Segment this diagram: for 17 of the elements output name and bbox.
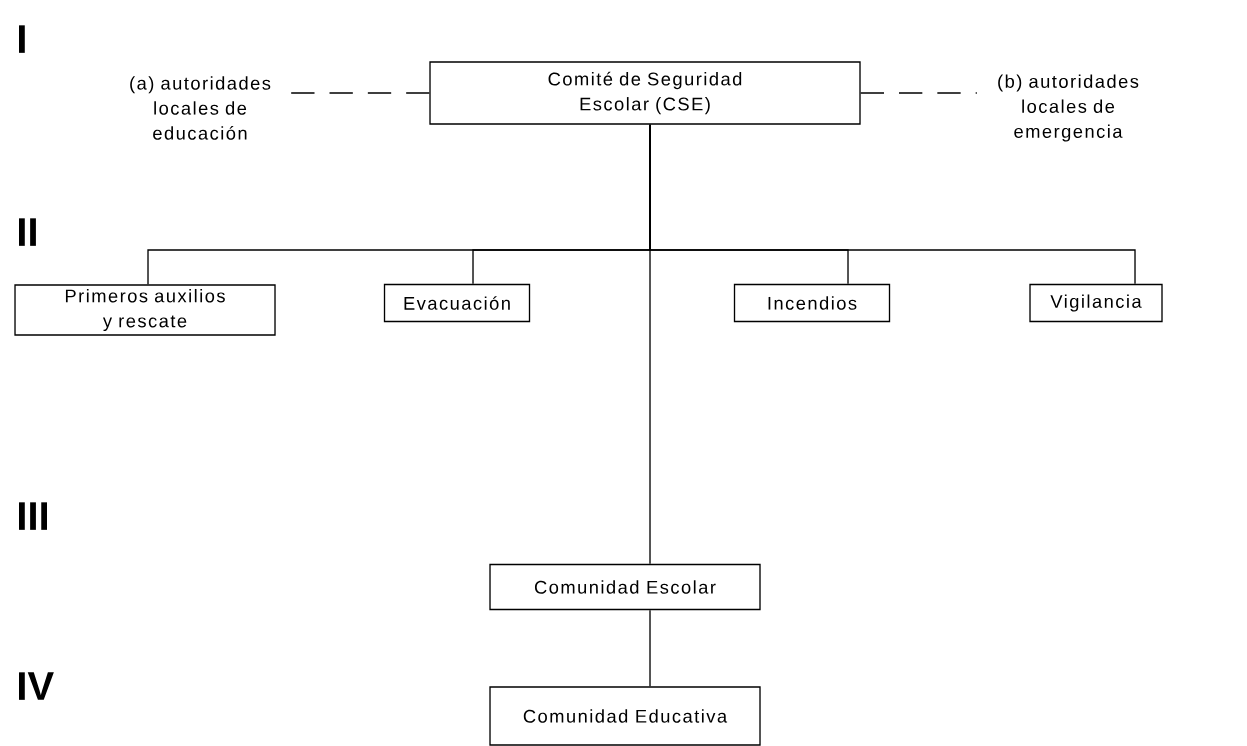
connector-line <box>860 92 978 94</box>
authority-text: (a) autoridades locales de educación <box>130 76 271 140</box>
org-box: Primeros auxilios y rescate <box>14 284 276 336</box>
connector-line <box>649 124 651 565</box>
level-numeral: II <box>19 218 36 246</box>
org-box: Comunidad Escolar <box>489 563 761 611</box>
level-numeral: IV <box>19 672 54 700</box>
org-box: Evacuación <box>383 283 531 323</box>
authority-text: (b) autoridades locales de emergencia <box>998 74 1139 142</box>
level-numeral: III <box>19 502 48 530</box>
org-box: Comunidad Educativa <box>489 686 761 746</box>
connector-line <box>649 609 651 687</box>
level-numeral: I <box>19 25 25 53</box>
org-box: Vigilancia <box>1029 283 1163 323</box>
connector-line <box>290 92 430 94</box>
org-box: Incendios <box>733 283 891 323</box>
org-box: Comité de Seguridad Escolar (CSE) <box>429 61 861 125</box>
